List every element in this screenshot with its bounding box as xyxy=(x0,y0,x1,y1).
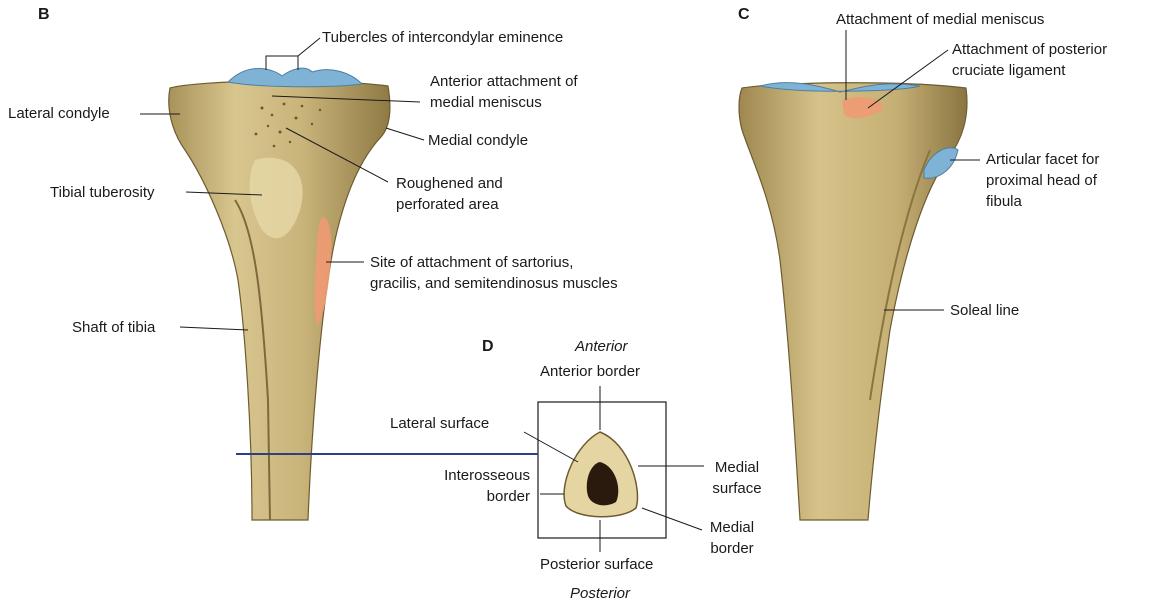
label-lateral-surface: Lateral surface xyxy=(390,414,489,433)
label-soleal-line: Soleal line xyxy=(950,301,1019,320)
label-attachment-pcl-line1: Attachment of posterior xyxy=(952,40,1107,59)
label-attachment-medial-meniscus: Attachment of medial meniscus xyxy=(836,10,1044,29)
label-posterior-direction: Posterior xyxy=(570,585,630,602)
label-medial-border-line2: border xyxy=(704,539,760,558)
label-medial-border-line1: Medial xyxy=(704,518,760,537)
label-articular-facet-line2: proximal head of xyxy=(986,171,1097,190)
panel-label-c: C xyxy=(738,6,750,24)
label-interosseous-line2: border xyxy=(400,487,530,506)
label-interosseous-line1: Interosseous xyxy=(400,466,530,485)
label-medial-surface-line1: Medial xyxy=(704,458,770,477)
tibia-articular-cartilage xyxy=(228,68,362,87)
panel-label-b: B xyxy=(38,6,50,24)
label-sartorius-line2: gracilis, and semitendinosus muscles xyxy=(370,274,618,293)
label-anterior-attachment-line1: Anterior attachment of xyxy=(430,72,578,91)
label-shaft-of-tibia: Shaft of tibia xyxy=(72,318,155,337)
tibia-posterior-view xyxy=(739,83,967,520)
label-anterior-direction: Anterior xyxy=(575,338,628,355)
label-roughened-line1: Roughened and xyxy=(396,174,503,193)
label-articular-facet-line1: Articular facet for xyxy=(986,150,1099,169)
label-posterior-surface: Posterior surface xyxy=(540,555,653,574)
tibia-anterior-view xyxy=(169,56,390,520)
label-anterior-attachment-line2: medial meniscus xyxy=(430,93,542,112)
tibia-posterior-bone xyxy=(739,83,967,520)
label-medial-surface-line2: surface xyxy=(704,479,770,498)
label-roughened-line2: perforated area xyxy=(396,195,499,214)
tubercles-bracket xyxy=(266,56,298,70)
label-medial-condyle: Medial condyle xyxy=(428,131,528,150)
label-sartorius-line1: Site of attachment of sartorius, xyxy=(370,253,573,272)
label-tibial-tuberosity: Tibial tuberosity xyxy=(50,183,155,202)
label-attachment-pcl-line2: cruciate ligament xyxy=(952,61,1065,80)
label-anterior-border: Anterior border xyxy=(540,362,640,381)
label-lateral-condyle: Lateral condyle xyxy=(8,104,110,123)
label-articular-facet-line3: fibula xyxy=(986,192,1022,211)
panel-label-d: D xyxy=(482,338,494,356)
label-tubercles: Tubercles of intercondylar eminence xyxy=(322,28,563,47)
